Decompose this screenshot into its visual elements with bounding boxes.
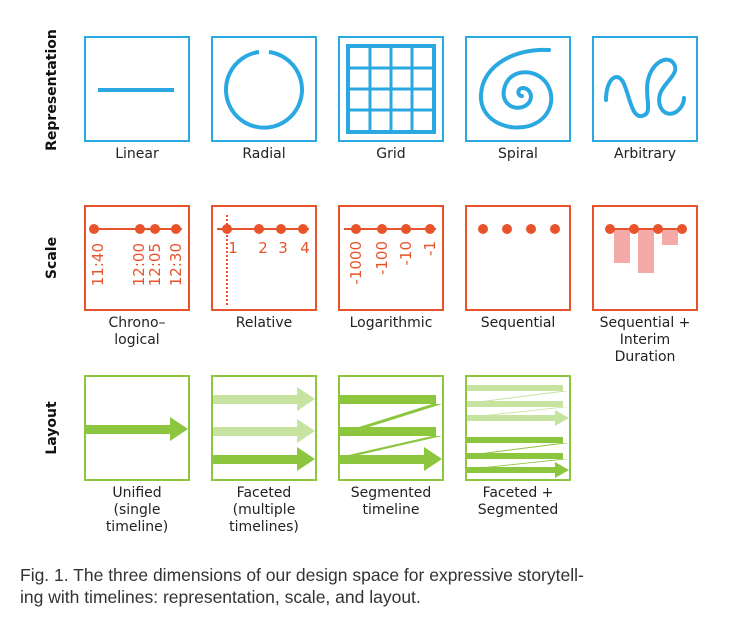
layout-faceted-segmented-caption: Faceted +Segmented	[477, 485, 559, 518]
figure-caption-line-1: Fig. 1. The three dimensions of our desi…	[20, 565, 584, 585]
relative-tick-label: 3	[278, 239, 288, 257]
faceted-segmented-layout-icon	[467, 385, 569, 478]
log-tick-label: -1	[421, 241, 439, 256]
scale-interim-duration-cell	[592, 205, 698, 311]
unified-layout-icon	[86, 417, 188, 441]
logarithmic-scale-icon: -1000 -100 -10 -1	[344, 224, 439, 285]
scale-logarithmic-cell: -1000 -100 -10 -1	[338, 205, 444, 311]
row-label-representation: Representation	[44, 29, 60, 151]
radial-timeline-icon	[224, 50, 304, 130]
scale-sequential-cell	[465, 205, 571, 311]
representation-spiral-cell	[465, 36, 571, 142]
representation-arbitrary-cell	[592, 36, 698, 142]
scale-relative-caption: Relative	[235, 315, 293, 331]
relative-tick-label: 2	[258, 239, 268, 257]
figure-caption: Fig. 1. The three dimensions of our desi…	[20, 564, 740, 608]
scale-relative-cell: 1 2 3 4	[211, 205, 317, 311]
scale-sequential-caption: Sequential	[480, 315, 556, 331]
relative-tick-label: 1	[228, 239, 238, 257]
chrono-tick-label: 12:30	[167, 243, 185, 286]
representation-radial-cell	[211, 36, 317, 142]
scale-chronological-cell: 11:40 12:00 12:05 12:30	[84, 205, 190, 311]
representation-radial-caption: Radial	[242, 146, 286, 162]
interim-duration-scale-icon	[605, 224, 687, 273]
layout-faceted-segmented-cell	[465, 375, 571, 481]
representation-arbitrary-caption: Arbitrary	[614, 146, 676, 162]
sequential-scale-icon	[478, 224, 560, 234]
representation-linear-caption: Linear	[115, 146, 159, 162]
arbitrary-timeline-icon	[604, 57, 686, 119]
scale-chronological-caption: Chrono–logical	[108, 315, 166, 348]
representation-linear-cell	[84, 36, 190, 142]
row-label-scale: Scale	[44, 236, 60, 280]
representation-grid-caption: Grid	[376, 146, 406, 162]
relative-scale-icon: 1 2 3 4	[217, 215, 310, 305]
chrono-tick-label: 12:00	[130, 243, 148, 286]
segmented-layout-icon	[340, 395, 442, 471]
log-tick-label: -1000	[347, 241, 365, 285]
scale-logarithmic-caption: Logarithmic	[349, 315, 433, 331]
layout-unified-cell	[84, 375, 190, 481]
layout-faceted-cell	[211, 375, 317, 481]
row-label-layout: Layout	[44, 401, 60, 455]
grid-timeline-icon	[346, 44, 436, 134]
chronological-scale-icon: 11:40 12:00 12:05 12:30	[89, 224, 185, 286]
faceted-layout-icon	[213, 387, 315, 471]
spiral-timeline-icon	[478, 47, 554, 130]
log-tick-label: -100	[373, 241, 391, 275]
figure-caption-line-2: ing with timelines: representation, scal…	[20, 587, 421, 607]
layout-segmented-cell	[338, 375, 444, 481]
representation-grid-cell	[338, 36, 444, 142]
chrono-tick-label: 11:40	[89, 243, 107, 286]
relative-tick-label: 4	[300, 239, 310, 257]
representation-spiral-caption: Spiral	[498, 146, 538, 162]
log-tick-label: -10	[397, 241, 415, 266]
linear-timeline-icon	[98, 88, 174, 92]
chrono-tick-label: 12:05	[146, 243, 164, 286]
